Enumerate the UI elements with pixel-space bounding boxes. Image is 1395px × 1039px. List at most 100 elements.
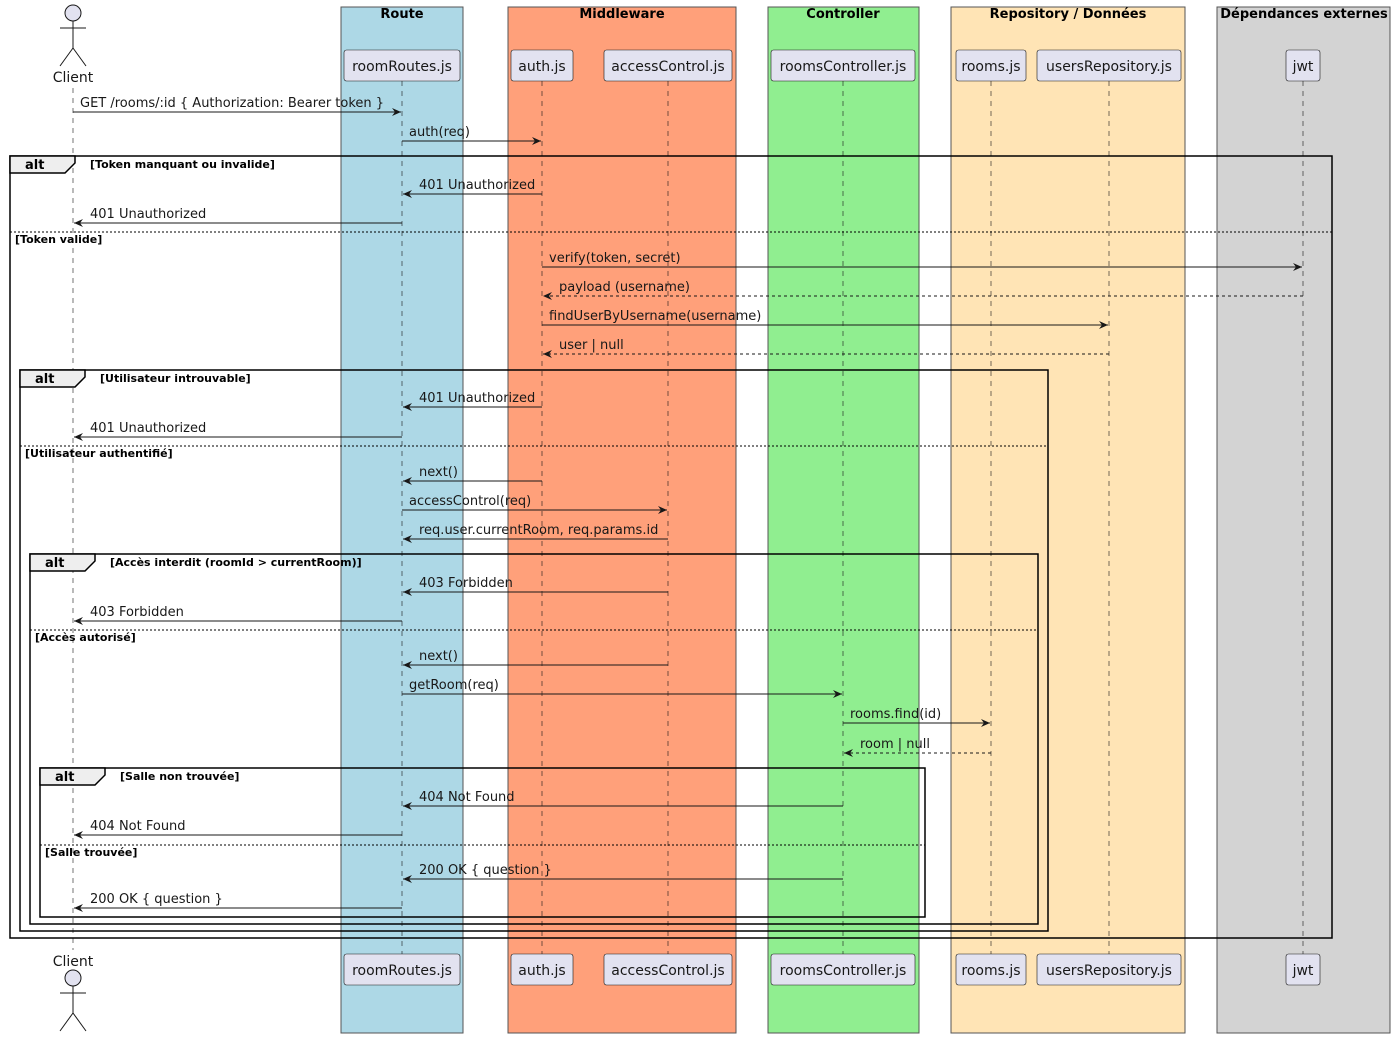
fragment-keyword: alt [25, 158, 44, 173]
alt-fragment: alt [Utilisateur introuvable] [Utilisateur… [19, 369, 1049, 932]
participant-routes: roomRoutes.js [343, 49, 461, 82]
participant-access: accessControl.js [603, 953, 733, 986]
message-label: user | null [559, 338, 624, 353]
message-label: payload (username) [559, 280, 690, 295]
fragment-tab [9, 155, 76, 174]
fragment-else-guard: [Salle trouvée] [45, 846, 137, 859]
participant-label: rooms.js [961, 963, 1020, 979]
participant-boxes: Route Middleware Controller Repository /… [340, 6, 1391, 1034]
participant-access: accessControl.js [603, 49, 733, 82]
fragment-guard: [Salle non trouvée] [120, 770, 239, 783]
participant-label: usersRepository.js [1046, 59, 1172, 75]
message: auth(req) [402, 125, 541, 145]
participant-jwt: jwt [1285, 49, 1321, 82]
fragment-tab [19, 369, 86, 388]
box-external-deps-title: Dépendances externes [1220, 7, 1388, 22]
messages: GET /rooms/:id { Authorization: Bearer t… [73, 96, 1303, 912]
message-label: GET /rooms/:id { Authorization: Bearer t… [80, 96, 384, 111]
fragment-keyword: alt [55, 770, 74, 785]
box-middleware-title: Middleware [579, 7, 664, 22]
fragment-guard: [Utilisateur introuvable] [100, 372, 251, 385]
message: req.user.currentRoom, req.params.id [403, 523, 668, 543]
participant-heads: ClientClientroomRoutes.jsroomRoutes.jsau… [53, 4, 1321, 1032]
fragment-frame [9, 155, 1333, 939]
participant-auth: auth.js [510, 49, 574, 82]
message-label: req.user.currentRoom, req.params.id [419, 523, 658, 538]
lifelines [72, 81, 1304, 954]
message-label: 200 OK { question } [90, 892, 223, 907]
message-label: 403 Forbidden [419, 576, 513, 591]
message: 404 Not Found [403, 790, 843, 810]
actor-client: Client [53, 954, 94, 1032]
message: room | null [844, 737, 991, 757]
message: payload (username) [543, 280, 1303, 300]
alt-fragment: alt[Token manquant ou invalide][Token va… [9, 155, 1333, 939]
participant-head [770, 953, 916, 986]
participant-ctrl: roomsController.js [770, 953, 916, 986]
participant-head [955, 49, 1027, 82]
participant-label: accessControl.js [611, 59, 724, 75]
message: accessControl(req) [402, 494, 667, 514]
alt-fragment: alt [Salle non trouvée] [Salle trouvée] [39, 767, 926, 918]
participant-label: roomRoutes.js [352, 59, 452, 75]
box-controller-title: Controller [806, 7, 880, 22]
message: 403 Forbidden [74, 605, 402, 625]
participant-users: usersRepository.js [1036, 49, 1182, 82]
message-label: 401 Unauthorized [419, 178, 535, 193]
box-middleware: Middleware [507, 6, 737, 1034]
message-label: 404 Not Found [90, 819, 186, 834]
message: verify(token, secret) [542, 251, 1302, 271]
message-label: accessControl(req) [409, 494, 531, 509]
alt-fragments: alt[Token manquant ou invalide][Token va… [9, 155, 1333, 939]
message-label: auth(req) [409, 125, 470, 140]
participant-label: auth.js [518, 59, 565, 75]
participant-routes: roomRoutes.js [343, 953, 461, 986]
message: 401 Unauthorized [403, 178, 542, 198]
participant-rooms: rooms.js [955, 953, 1027, 986]
fragment-else-guard: [Accès autorisé] [35, 631, 136, 644]
message-label: room | null [860, 737, 930, 752]
participant-head [603, 49, 733, 82]
participant-label: roomRoutes.js [352, 963, 452, 979]
participant-head [343, 49, 461, 82]
participant-users: usersRepository.js [1036, 953, 1182, 986]
message: 404 Not Found [74, 819, 402, 839]
message-label: 401 Unauthorized [90, 421, 206, 436]
fragment-guard: [Accès interdit (roomId > currentRoom)] [110, 556, 362, 569]
message-label: getRoom(req) [409, 678, 499, 693]
box-route-title: Route [380, 7, 423, 22]
message: user | null [543, 338, 1109, 358]
fragment-else-guard: [Utilisateur authentifié] [25, 447, 173, 460]
participant-label: Client [53, 954, 94, 970]
message: 403 Forbidden [403, 576, 668, 596]
message-label: rooms.find(id) [850, 707, 941, 722]
participant-head [510, 953, 574, 986]
message-label: 404 Not Found [419, 790, 515, 805]
participant-label: roomsController.js [780, 59, 907, 75]
participant-head [1285, 49, 1321, 82]
fragment-frame [29, 553, 1039, 925]
fragment-guard: [Token manquant ou invalide] [90, 158, 275, 171]
message-label: 401 Unauthorized [90, 207, 206, 222]
participant-auth: auth.js [510, 953, 574, 986]
message: 401 Unauthorized [403, 391, 542, 411]
participant-head [955, 953, 1027, 986]
participant-head [603, 953, 733, 986]
fragment-frame [19, 369, 1049, 932]
participant-rooms: rooms.js [955, 49, 1027, 82]
participant-label: jwt [1292, 59, 1314, 75]
fragment-keyword: alt [35, 372, 54, 387]
actor-icon [59, 4, 87, 67]
message-label: 200 OK { question } [419, 863, 552, 878]
participant-label: rooms.js [961, 59, 1020, 75]
actor-client: Client [53, 4, 94, 86]
message: 200 OK { question } [74, 892, 402, 912]
box-repository-bg [950, 6, 1186, 1034]
participant-head [1036, 49, 1182, 82]
message: getRoom(req) [402, 678, 842, 698]
message: findUserByUsername(username) [542, 309, 1108, 329]
fragment-frame [39, 767, 926, 918]
message: rooms.find(id) [843, 707, 990, 727]
box-middleware-bg [507, 6, 737, 1034]
participant-ctrl: roomsController.js [770, 49, 916, 82]
